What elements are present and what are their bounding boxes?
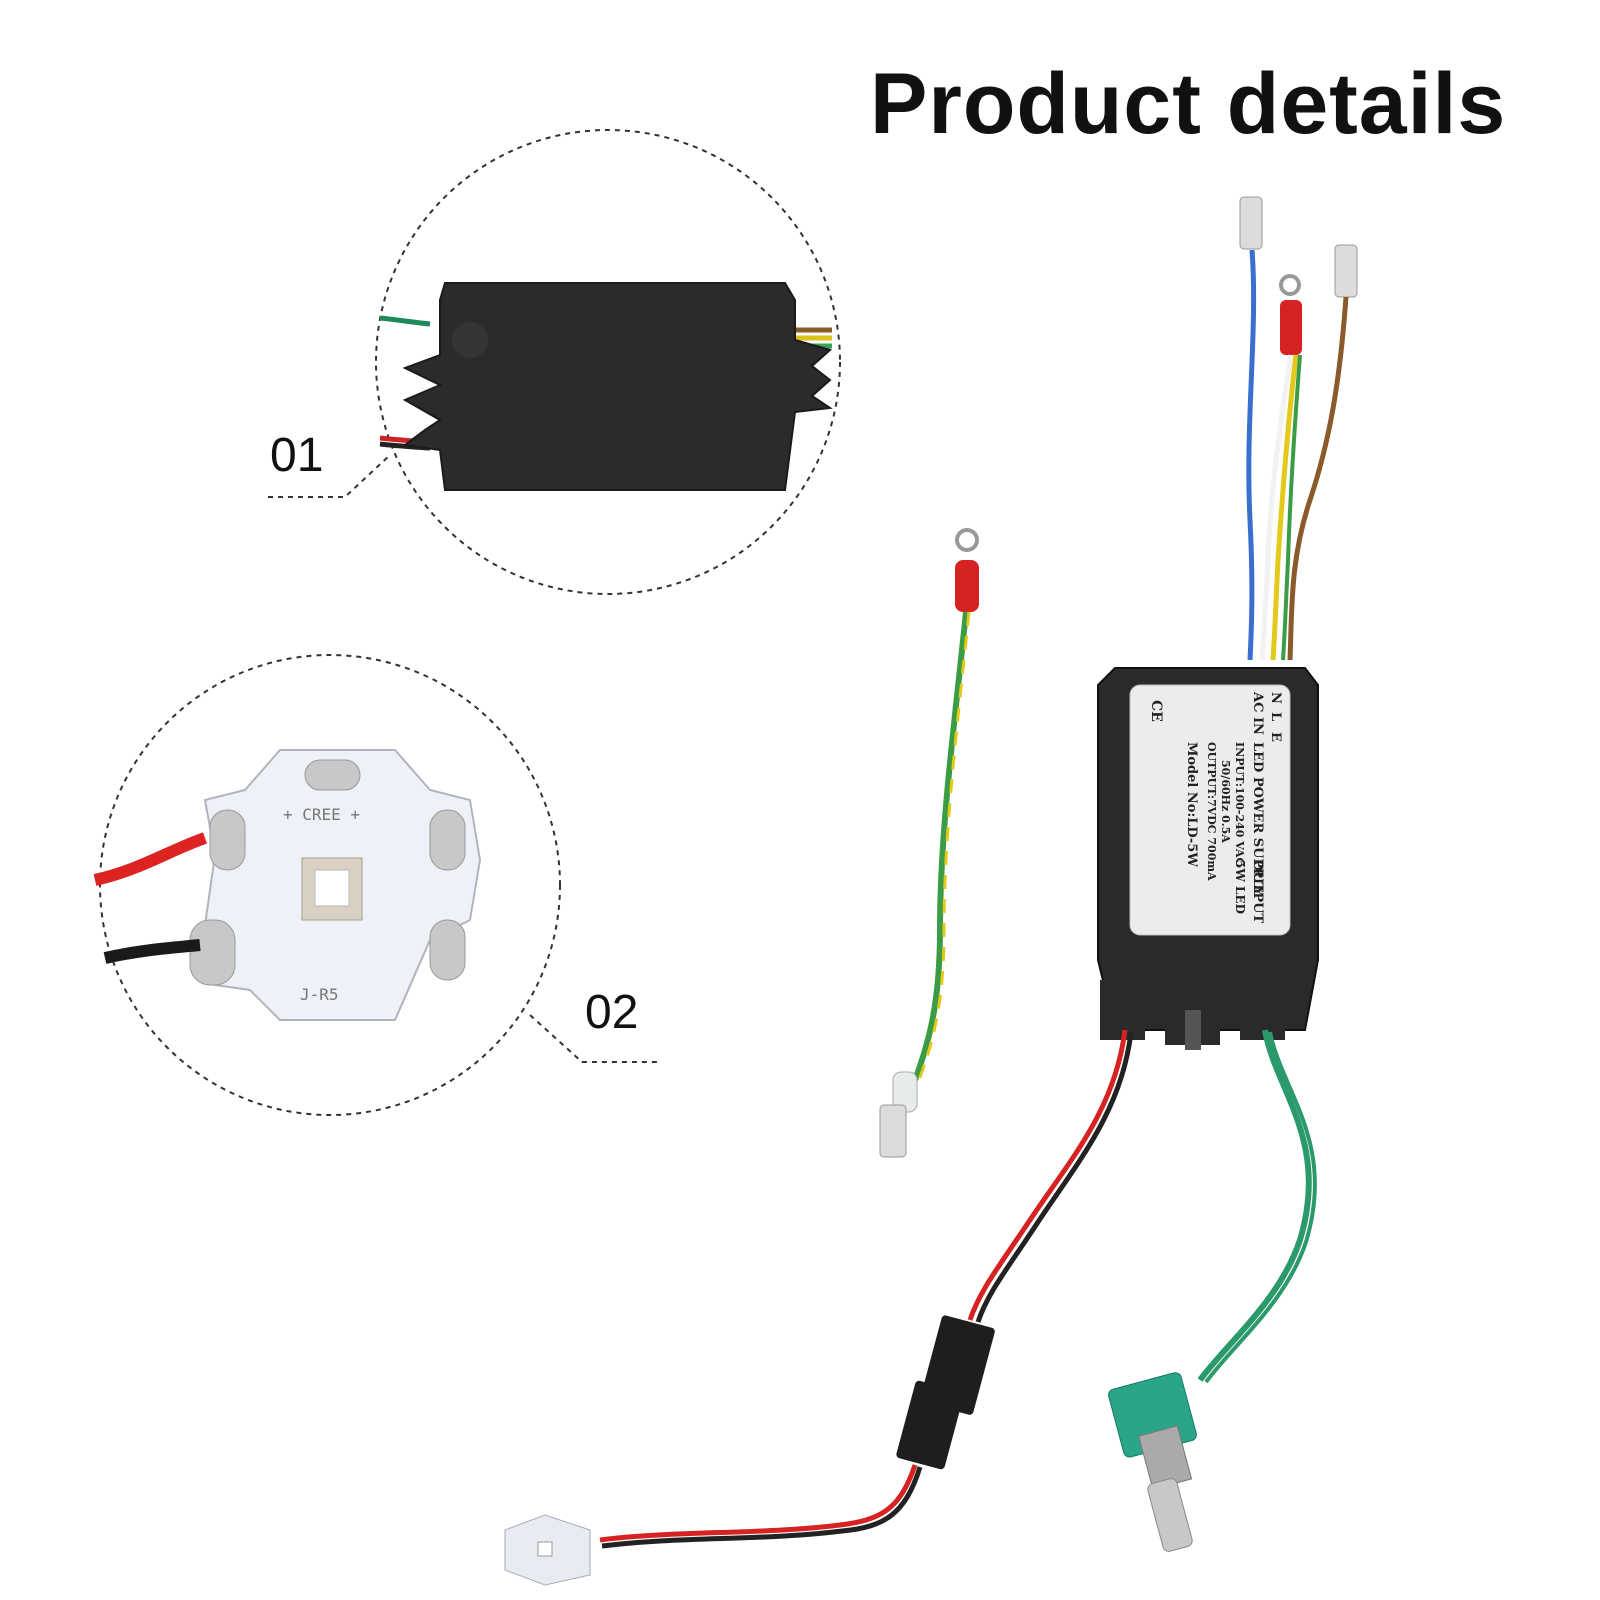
svg-text:5W LED: 5W LED — [1233, 860, 1247, 914]
callout-number-01: 01 — [270, 429, 324, 482]
svg-text:CE: CE — [1148, 700, 1164, 722]
callout-number-02: 02 — [585, 986, 639, 1039]
svg-text:Model No:LD-5W: Model No:LD-5W — [1184, 742, 1199, 867]
ground-wire — [879, 528, 979, 1158]
led-driver: N L E AC IN LED POWER SUPPLY INPUT:100-2… — [1097, 667, 1319, 1050]
svg-text:N: N — [1268, 692, 1283, 704]
input-wires — [1239, 196, 1358, 661]
board-brand-mark: + CREE + — [283, 805, 360, 824]
page-title: Product details — [870, 56, 1507, 152]
svg-text:L: L — [1268, 712, 1283, 721]
output-wires — [504, 1029, 1317, 1586]
svg-text:AC IN: AC IN — [1250, 691, 1265, 735]
led-star-board: + CREE + J-R5 — [189, 749, 482, 1021]
svg-text:OUTPUT:7VDC 700mA: OUTPUT:7VDC 700mA — [1205, 742, 1218, 881]
callout-01-zoom — [268, 129, 841, 595]
board-model-mark: J-R5 — [300, 985, 339, 1004]
driver-label: N L E AC IN LED POWER SUPPLY INPUT:100-2… — [1148, 691, 1283, 923]
callout-02-zoom: + CREE + J-R5 — [93, 654, 658, 1116]
svg-text:INPUT:100-240 VAC: INPUT:100-240 VAC — [1233, 742, 1246, 866]
svg-text:50/60Hz 0.5A: 50/60Hz 0.5A — [1219, 760, 1232, 843]
svg-text:OUTPUT: OUTPUT — [1250, 860, 1265, 923]
svg-text:E: E — [1268, 732, 1283, 742]
svg-text:LED POWER SUPPLY: LED POWER SUPPLY — [1250, 742, 1265, 896]
